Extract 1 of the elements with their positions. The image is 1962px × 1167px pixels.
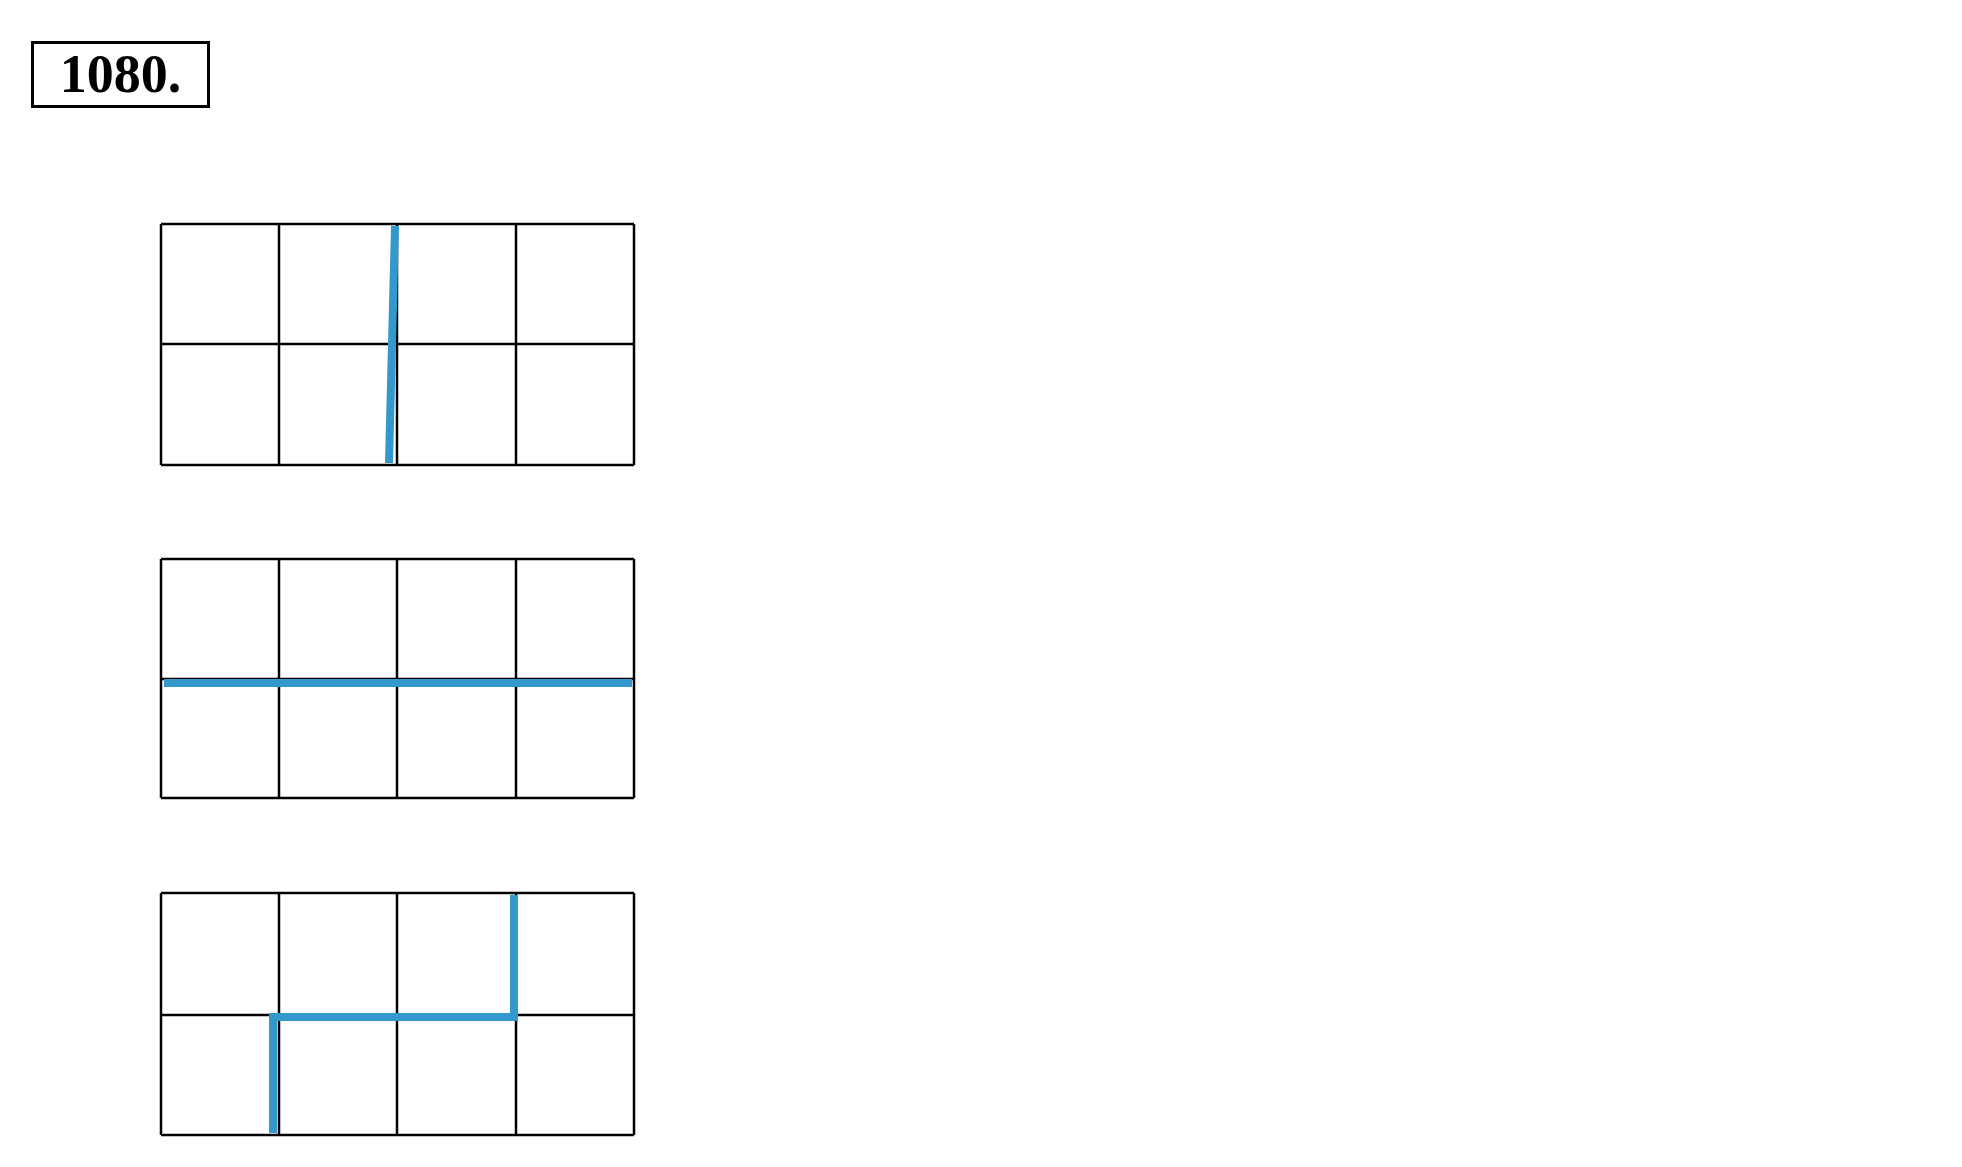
exercise-number: 1080. xyxy=(31,41,210,108)
